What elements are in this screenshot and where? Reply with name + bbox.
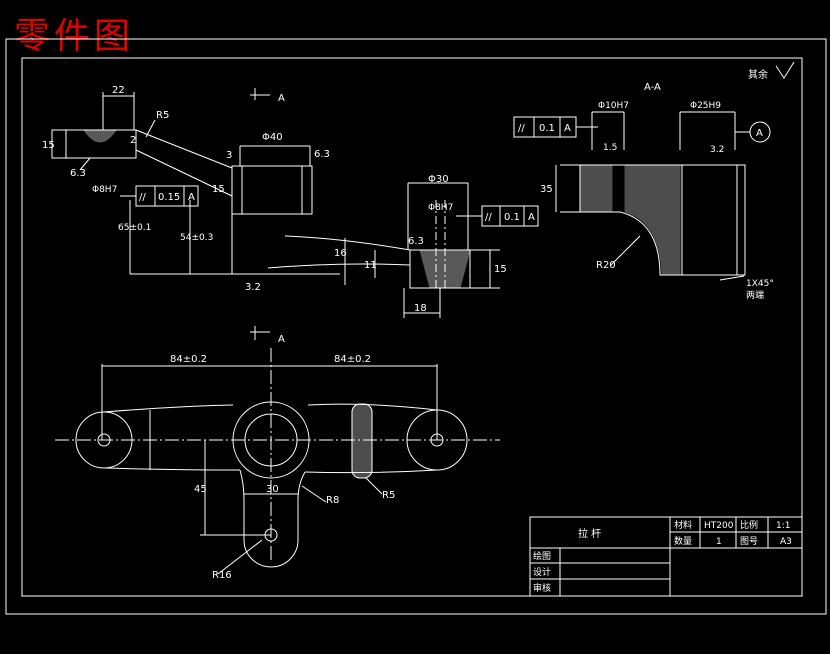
- section-label-a-top: A: [278, 93, 285, 104]
- dim-84-left: 84±0.2: [170, 354, 207, 365]
- drawn-label: 绘图: [533, 550, 551, 562]
- checked-label: 审核: [533, 582, 551, 594]
- dim-15-left: 15: [42, 140, 55, 151]
- dim-r8: R8: [326, 495, 339, 506]
- dim-18: 18: [414, 303, 427, 314]
- scale-value: 1:1: [776, 521, 790, 531]
- dim-r16: R16: [212, 570, 232, 581]
- datum-circle-label: A: [756, 128, 763, 139]
- title-block: [529, 516, 803, 597]
- dim-11: 11: [364, 260, 377, 271]
- roughness-6.3-a: 6.3: [70, 168, 86, 179]
- material-label: 材料: [674, 519, 692, 531]
- section-a-a: [555, 61, 795, 281]
- gdt-frame-3: [513, 116, 598, 138]
- scale-label: 比例: [740, 519, 758, 531]
- gdt1-value: 0.15: [158, 192, 180, 203]
- material-value: HT200: [704, 521, 734, 531]
- dim-35: 35: [540, 184, 553, 195]
- section-label-a-bottom: A: [278, 334, 285, 345]
- gdt3-ref: A: [564, 123, 571, 134]
- drawing-no-value: A3: [780, 537, 792, 547]
- dim-2: 2: [130, 135, 136, 146]
- dim-84-right: 84±0.2: [334, 354, 371, 365]
- dim-phi40: Φ40: [262, 132, 283, 143]
- gdt-frame-1: [120, 185, 199, 207]
- part-name: 拉 杆: [578, 527, 601, 540]
- dim-65: 65±0.1: [118, 223, 151, 233]
- dim-45: 45: [194, 484, 207, 495]
- roughness-1.5: 1.5: [603, 143, 617, 153]
- roughness-3.2: 3.2: [245, 282, 261, 293]
- roughness-3.2-b: 3.2: [710, 145, 724, 155]
- dim-16: 16: [334, 248, 347, 259]
- dim-phi8-b: Φ8H7: [428, 203, 453, 213]
- dim-r5-top: R5: [156, 110, 169, 121]
- dim-15-mid: 15: [212, 184, 225, 195]
- drawing-no-label: 图号: [740, 536, 758, 547]
- gdt3-value: 0.1: [539, 123, 555, 134]
- dim-15-right: 15: [494, 264, 507, 275]
- dim-3: 3: [226, 150, 232, 161]
- note-two-ends: 两端: [746, 289, 764, 301]
- gdt-frame-2: [456, 205, 539, 227]
- dim-phi25: Φ25H9: [690, 101, 721, 111]
- dim-phi30: Φ30: [428, 174, 449, 185]
- inner-border: [21, 57, 803, 597]
- qty-label: 数量: [674, 535, 692, 547]
- plan-view: [55, 348, 500, 575]
- dim-r5-bottom: R5: [382, 490, 395, 501]
- roughness-6.3-c: 6.3: [408, 236, 424, 247]
- dim-r20: R20: [596, 260, 616, 271]
- dim-54: 54±0.3: [180, 233, 213, 243]
- dim-phi8-a: Φ8H7: [92, 185, 117, 195]
- dim-chamfer: 1X45°: [746, 279, 774, 289]
- gdt2-ref: A: [528, 212, 535, 223]
- gdt3-symbol: //: [518, 123, 525, 134]
- front-view: [51, 88, 500, 340]
- section-title-aa: A-A: [644, 82, 661, 93]
- dim-phi10: Φ10H7: [598, 101, 629, 111]
- roughness-6.3-b: 6.3: [314, 149, 330, 160]
- dim-22: 22: [112, 85, 125, 96]
- gdt1-ref: A: [188, 192, 195, 203]
- gdt2-value: 0.1: [504, 212, 520, 223]
- qty-value: 1: [716, 537, 722, 547]
- surface-note-rest: 其余: [748, 68, 768, 81]
- designed-label: 设计: [533, 566, 551, 578]
- gdt2-symbol: //: [485, 212, 492, 223]
- outer-border: [5, 38, 827, 615]
- drawing-title: 零件图: [14, 16, 134, 57]
- gdt1-symbol: //: [139, 192, 146, 203]
- dim-30: 30: [266, 484, 279, 495]
